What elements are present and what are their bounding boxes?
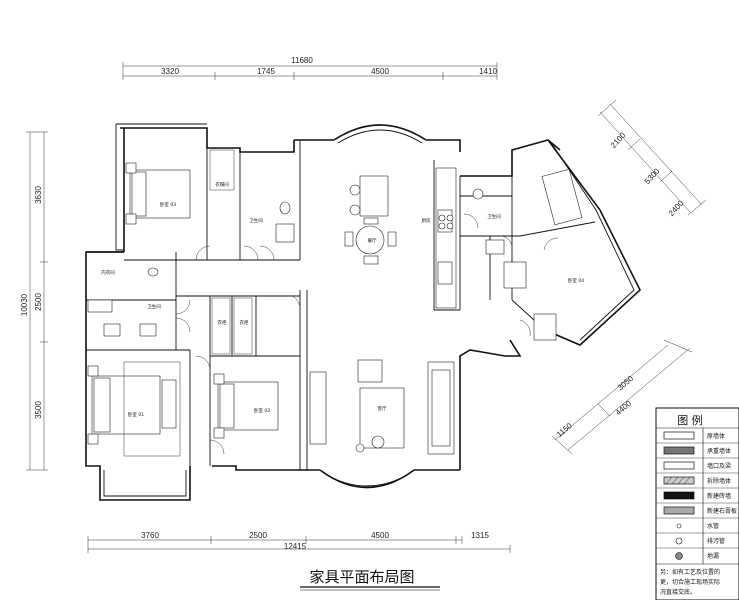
- label-bath-c: 卫生间: [487, 213, 501, 220]
- legend-heading: 图 例: [677, 413, 703, 427]
- dim-left-3: 3500: [34, 401, 43, 419]
- armchair: [357, 359, 383, 383]
- bottom-dimension-chain: 3760 2500 4500 1315 12415: [87, 531, 511, 553]
- legend-item-label: 原墙体: [707, 432, 725, 440]
- furniture: [87, 149, 583, 457]
- dim-right-upper-1: 2100: [609, 130, 628, 150]
- dim-top-1: 3320: [161, 67, 179, 76]
- legend-item-label: 承重墙体: [707, 447, 731, 455]
- sewage-pipe-icon: [675, 537, 683, 545]
- dim-left-1: 3630: [34, 186, 43, 204]
- label-bedroom-02: 卧室 02: [254, 407, 270, 414]
- label-dining: 餐厅: [368, 237, 377, 244]
- dim-right-lower-1: 3050: [616, 374, 636, 393]
- door-swings: [175, 213, 559, 455]
- toilet-3: [472, 188, 484, 200]
- left-dimension-chain: 10030 3630 2500 3500: [20, 131, 48, 471]
- label-kitchen: 厨房: [422, 217, 431, 224]
- dim-top-4: 1410: [479, 67, 497, 76]
- bathtub: [87, 299, 113, 313]
- new-gypsum-icon: [663, 506, 695, 515]
- load-bearing-wall-icon: [663, 446, 695, 455]
- new-brick-wall-icon: [663, 491, 695, 500]
- legend-note-line-2: 更，切合施工现场实际: [660, 578, 720, 586]
- label-wardrobe-a: 衣帽间: [215, 181, 229, 188]
- top-dimension-chain: 11680 3320 1745 4500 1410: [122, 56, 497, 80]
- kitchen-counter: [435, 167, 457, 309]
- dim-top-3: 4500: [371, 67, 389, 76]
- island: [359, 175, 389, 217]
- legend-note-line-1: 另：如有工艺及位置的: [660, 568, 720, 576]
- dim-bottom-total: 12415: [284, 542, 307, 551]
- label-bedroom-01: 卧室 01: [128, 411, 144, 418]
- legend-item-label: 地漏: [707, 552, 719, 560]
- washbasin-2: [139, 323, 157, 337]
- right-upper-dimension-chain: 2100 5300 2400: [597, 99, 707, 218]
- dim-right-lower-3: 1150: [555, 421, 574, 439]
- legend-item-label: 水管: [707, 522, 719, 530]
- dim-right-upper-2: 5300: [643, 166, 662, 186]
- label-living: 客厅: [378, 405, 387, 412]
- dim-bottom-4: 1315: [471, 531, 489, 540]
- legend-item-label: 新建石膏板: [707, 507, 737, 515]
- dining-table: [355, 225, 385, 255]
- dim-top-2: 1745: [257, 67, 275, 76]
- plain-wall-icon: [663, 431, 695, 440]
- dim-bottom-2: 2500: [249, 531, 267, 540]
- label-dressing: 内衣间: [101, 269, 115, 276]
- label-wardrobe-b: 衣柜: [218, 319, 227, 326]
- water-pipe-icon: [676, 523, 682, 529]
- toilet-2: [279, 201, 291, 215]
- dim-bottom-1: 3760: [141, 531, 159, 540]
- dim-bottom-3: 4500: [371, 531, 389, 540]
- label-bath-a: 卫生间: [249, 217, 263, 224]
- legend-note-line-3: 况直接交底。: [660, 588, 696, 596]
- legend-item-label: 新建砖墙: [707, 492, 731, 500]
- dim-left-2: 2500: [34, 293, 43, 311]
- dim-top-total: 11680: [291, 56, 313, 65]
- label-wardrobe-c: 衣柜: [240, 319, 249, 326]
- label-bedroom-03: 卧室 03: [160, 201, 176, 208]
- drawing-title: 家具平面布局图: [309, 568, 414, 586]
- opening-beam-icon: [663, 461, 695, 470]
- floor-drain-icon: [675, 552, 683, 560]
- dim-right-upper-3: 2400: [667, 198, 686, 218]
- wardrobe-04: [541, 168, 583, 226]
- tv-cabinet: [309, 371, 327, 445]
- legend-item-label: 排污管: [707, 537, 725, 545]
- room-labels: 卧室 03 衣帽间 卫生间 内衣间 卫生间 衣柜 衣柜 卧室 01 卧室 02 …: [101, 181, 584, 418]
- legend-item-label: 墙口及梁: [707, 462, 731, 470]
- legend: 图 例 原墙体 承重墙体 墙口及梁 拆除墙体 新建砖墙 新建石膏板 水管: [655, 407, 739, 600]
- toilet-1: [147, 267, 159, 277]
- label-bedroom-04: 卧室 04: [568, 277, 584, 284]
- dim-right-lower-2: 4400: [614, 399, 634, 418]
- legend-item-label: 拆除墙体: [707, 477, 731, 485]
- exterior-walls: [85, 123, 641, 501]
- washbasin-1: [103, 323, 121, 337]
- label-bath-b: 卫生间: [147, 303, 161, 310]
- dim-left-total: 10030: [20, 293, 29, 316]
- demolished-wall-icon: [663, 476, 695, 485]
